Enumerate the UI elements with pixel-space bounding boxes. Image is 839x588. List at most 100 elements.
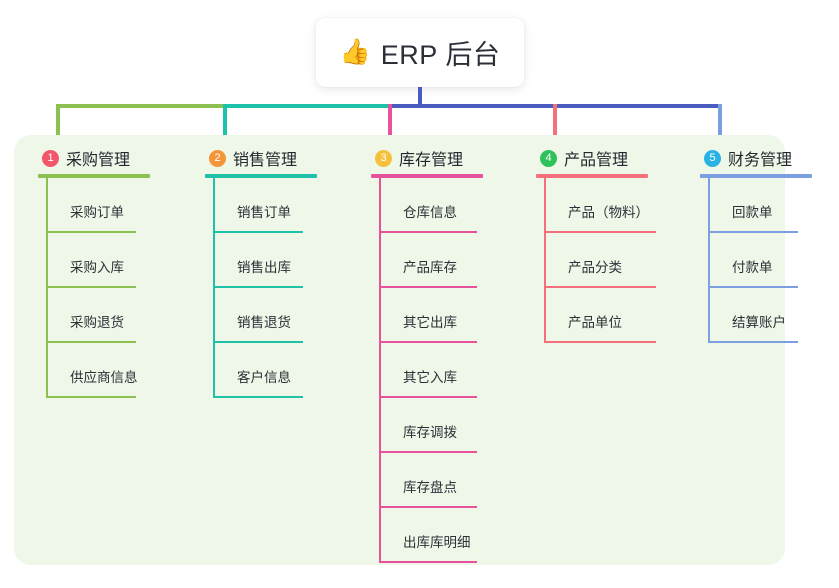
segment-teal	[223, 104, 390, 108]
branch-header-rule	[700, 174, 812, 178]
branch-item[interactable]: 付款单	[710, 233, 839, 288]
branch-item[interactable]: 采购退货	[48, 288, 188, 343]
branch-column-4: 4 产品管理产品（物料） 产品分类产品单位	[536, 147, 686, 343]
branch-item[interactable]: 销售退货	[215, 288, 355, 343]
branch-item[interactable]: 其它入库	[381, 343, 521, 398]
branch-item-rule	[710, 286, 798, 288]
branch-header-1[interactable]: 1 采购管理	[38, 147, 188, 169]
branch-spine	[46, 178, 48, 398]
branch-item[interactable]: 其它出库	[381, 288, 521, 343]
branch-item[interactable]: 产品单位	[546, 288, 686, 343]
branch-item-rule	[381, 561, 477, 563]
branch-item[interactable]: 产品分类	[546, 233, 686, 288]
branch-items: 仓库信息产品库存其它出库其它入库库存调拨库存盘点出库库明细	[371, 178, 521, 563]
branch-item-rule	[48, 341, 136, 343]
branch-item[interactable]: 仓库信息	[381, 178, 521, 233]
branch-item-label: 库存盘点	[403, 480, 457, 495]
branch-item-rule	[215, 341, 303, 343]
branch-item[interactable]: 库存盘点	[381, 453, 521, 508]
branch-item[interactable]: 库存调拨	[381, 398, 521, 453]
branch-panel	[14, 135, 785, 565]
branch-item-rule	[546, 231, 656, 233]
branch-item[interactable]: 产品库存	[381, 233, 521, 288]
root-node-content: 👍 ERP 后台	[340, 33, 501, 72]
branch-header-rule	[38, 174, 150, 178]
segment-green	[56, 104, 225, 108]
branch-item-rule	[48, 286, 136, 288]
branch-item-label: 采购入库	[70, 260, 124, 275]
branch-number-badge: 4	[540, 149, 557, 167]
branch-spine	[379, 178, 381, 563]
branch-item[interactable]: 销售出库	[215, 233, 355, 288]
branch-item-label: 结算账户	[732, 315, 786, 330]
thumbs-up-icon: 👍	[339, 38, 371, 66]
drop-inventory	[388, 104, 392, 144]
branch-number-badge: 5	[704, 149, 721, 167]
root-stem	[418, 87, 422, 108]
branch-item-label: 产品单位	[568, 315, 622, 330]
branch-item[interactable]: 产品（物料）	[546, 178, 686, 233]
branch-item-label: 供应商信息	[70, 370, 138, 385]
branch-item-rule	[710, 341, 798, 343]
branch-item-rule	[48, 396, 136, 398]
branch-item-rule	[215, 231, 303, 233]
drop-product	[553, 104, 557, 144]
branch-item-label: 采购退货	[70, 315, 124, 330]
branch-item-rule	[381, 396, 477, 398]
branch-title: 产品管理	[564, 152, 629, 169]
branch-item-rule	[546, 286, 656, 288]
branch-item-label: 产品（物料）	[568, 205, 649, 220]
branch-item-rule	[48, 231, 136, 233]
branch-header-rule	[536, 174, 648, 178]
branch-spine	[544, 178, 546, 343]
branch-items: 产品（物料） 产品分类产品单位	[536, 178, 686, 343]
branch-item[interactable]: 回款单	[710, 178, 839, 233]
branch-item-label: 销售订单	[237, 205, 291, 220]
branch-item-label: 采购订单	[70, 205, 124, 220]
branch-item-label: 销售出库	[237, 260, 291, 275]
branch-item[interactable]: 供应商信息	[48, 343, 188, 398]
branch-item-rule	[381, 231, 477, 233]
branch-item[interactable]: 采购订单	[48, 178, 188, 233]
branch-title: 库存管理	[399, 152, 464, 169]
branch-item-label: 出库库明细	[403, 535, 471, 550]
branch-header-4[interactable]: 4 产品管理	[536, 147, 686, 169]
branch-title: 采购管理	[66, 152, 131, 169]
branch-items: 回款单付款单结算账户	[700, 178, 839, 343]
branch-item-rule	[381, 451, 477, 453]
drop-sales	[223, 104, 227, 144]
branch-item-label: 客户信息	[237, 370, 291, 385]
branch-item[interactable]: 采购入库	[48, 233, 188, 288]
branch-item[interactable]: 客户信息	[215, 343, 355, 398]
branch-item-label: 仓库信息	[403, 205, 457, 220]
branch-item-label: 产品库存	[403, 260, 457, 275]
branch-item-label: 其它出库	[403, 315, 457, 330]
branch-item-rule	[710, 231, 798, 233]
branch-item-label: 销售退货	[237, 315, 291, 330]
root-node-title: ERP 后台	[380, 40, 501, 70]
branch-item-rule	[215, 396, 303, 398]
drop-finance	[718, 104, 722, 144]
branch-item[interactable]: 结算账户	[710, 288, 839, 343]
branch-item-label: 产品分类	[568, 260, 622, 275]
branch-items: 销售订单销售出库销售退货客户信息	[205, 178, 355, 398]
branch-item[interactable]: 销售订单	[215, 178, 355, 233]
branch-spine	[708, 178, 710, 343]
branch-item-rule	[215, 286, 303, 288]
root-node-card[interactable]: 👍 ERP 后台	[316, 18, 524, 87]
branch-items: 采购订单采购入库采购退货供应商信息	[38, 178, 188, 398]
branch-item-rule	[381, 341, 477, 343]
branch-item-label: 库存调拨	[403, 425, 457, 440]
branch-column-1: 1 采购管理采购订单采购入库采购退货供应商信息	[38, 147, 188, 398]
branch-item[interactable]: 出库库明细	[381, 508, 521, 563]
branch-number-badge: 1	[42, 149, 59, 167]
branch-item-label: 回款单	[732, 205, 773, 220]
branch-spine	[213, 178, 215, 398]
branch-header-rule	[371, 174, 483, 178]
